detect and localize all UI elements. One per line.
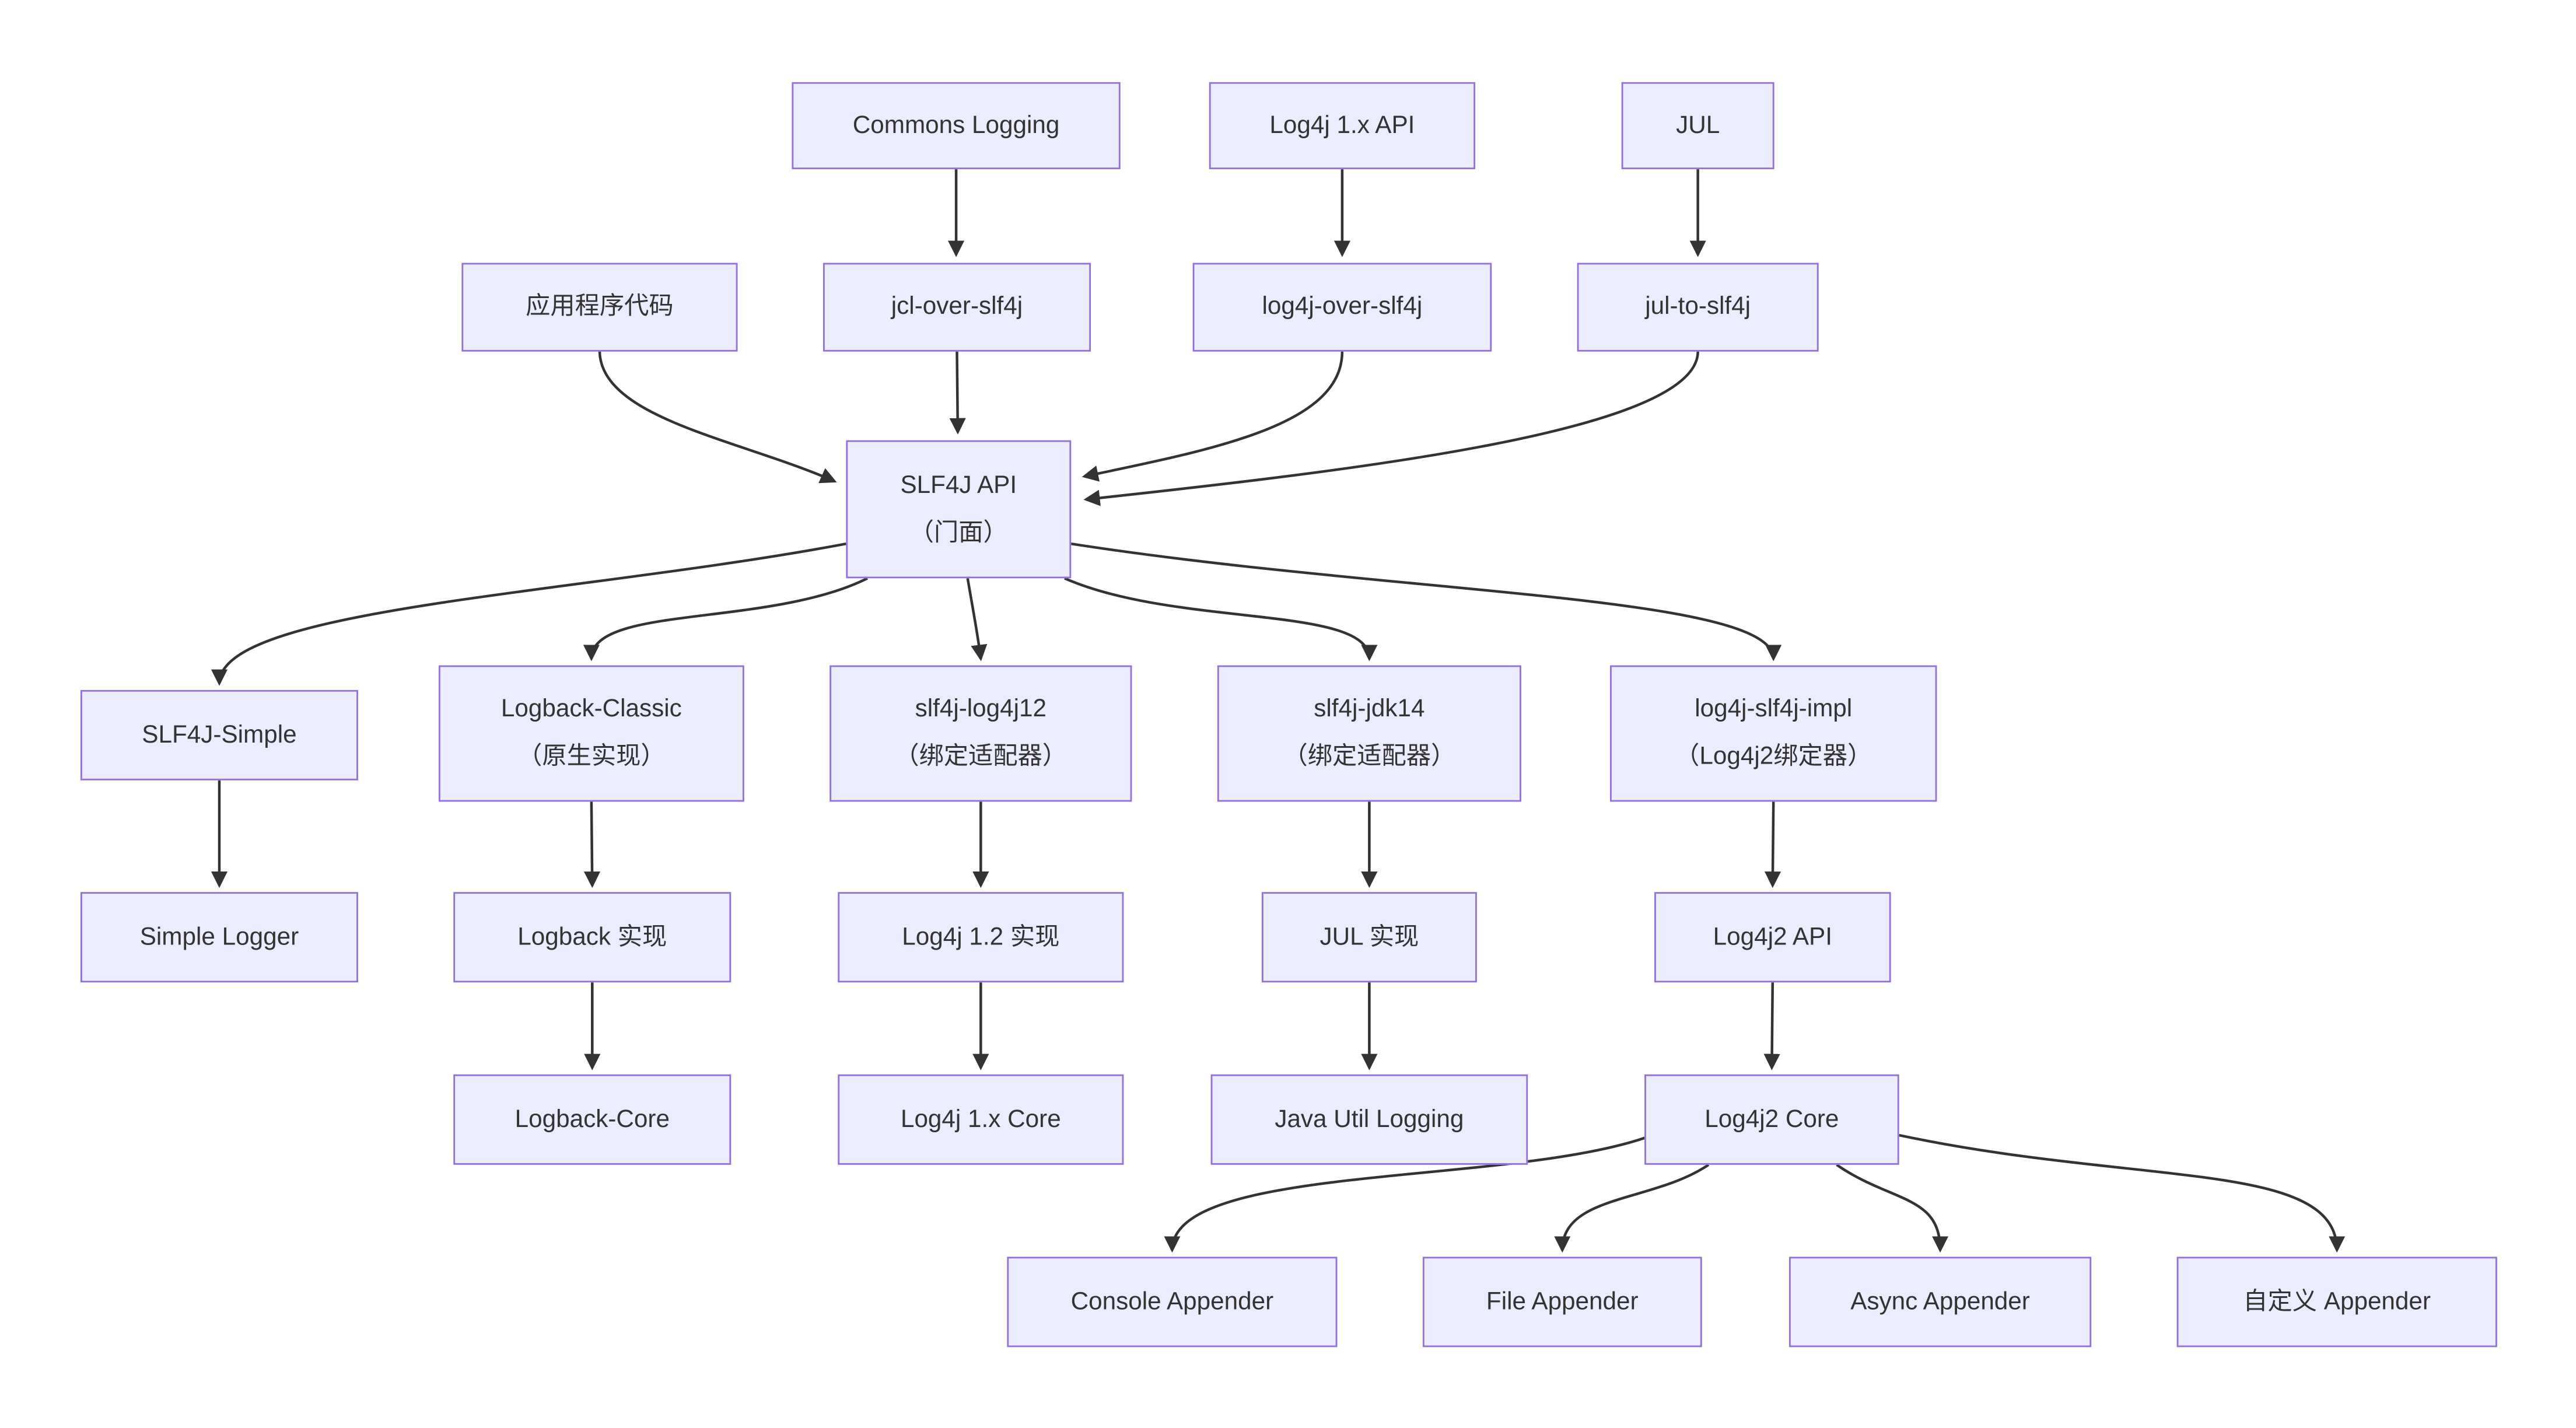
edge-slf4j-api-to-logback-classic (583, 577, 869, 662)
node-sublabel: （Log4j2绑定器） (1675, 742, 1873, 771)
node-label: Log4j 1.2 实现 (902, 922, 1060, 951)
node-logback-classic: Logback-Classic （原生实现） (438, 665, 744, 802)
node-java-util-logging: Java Util Logging (1210, 1074, 1528, 1165)
edge-jul-to-slf4j-to-slf4j-api (1083, 351, 1699, 506)
node-label: jcl-over-slf4j (891, 292, 1023, 321)
node-slf4j-simple: SLF4J-Simple (80, 690, 358, 780)
node-label: Logback-Classic (501, 695, 682, 723)
node-logback-core: Logback-Core (453, 1074, 732, 1165)
node-label: Console Appender (1070, 1287, 1274, 1315)
edge-log4j2-core-to-console-appender (1164, 1135, 1648, 1253)
node-slf4j-api: SLF4J API （门面） (846, 440, 1072, 579)
node-label: Logback-Core (514, 1105, 670, 1133)
edge-slf4j-api-to-slf4j-log4j12 (966, 578, 988, 662)
node-label: Logback 实现 (517, 922, 667, 951)
node-label: slf4j-log4j12 (915, 695, 1047, 723)
node-log4j12-impl: Log4j 1.2 实现 (838, 892, 1124, 983)
node-log4j1-api: Log4j 1.x API (1209, 82, 1476, 170)
node-async-appender: Async Appender (1788, 1256, 2092, 1348)
node-commons-logging: Commons Logging (792, 82, 1121, 170)
edge-app-code-to-slf4j-api (598, 351, 837, 484)
node-jul-impl: JUL 实现 (1261, 892, 1477, 983)
node-label: jul-to-slf4j (1645, 292, 1751, 321)
node-label: Log4j 1.x Core (900, 1105, 1061, 1133)
node-simple-logger: Simple Logger (80, 892, 358, 983)
node-jcl-over-slf4j: jcl-over-slf4j (822, 262, 1091, 352)
node-sublabel: （绑定适配器） (1283, 742, 1456, 771)
node-log4j1x-core: Log4j 1.x Core (838, 1074, 1124, 1165)
node-custom-appender: 自定义 Appender (2176, 1256, 2497, 1348)
node-slf4j-jdk14: slf4j-jdk14 （绑定适配器） (1217, 665, 1521, 802)
node-label: log4j-slf4j-impl (1695, 695, 1853, 723)
node-label: Async Appender (1850, 1287, 2030, 1315)
node-label: 自定义 Appender (2243, 1287, 2431, 1315)
node-label: Log4j2 Core (1704, 1105, 1839, 1133)
node-log4j-over-slf4j: log4j-over-slf4j (1192, 262, 1492, 352)
node-label: 应用程序代码 (526, 292, 674, 321)
node-log4j2-api: Log4j2 API (1654, 892, 1891, 983)
edge-log4j2-core-to-file-appender (1554, 1163, 1710, 1253)
node-label: Java Util Logging (1275, 1105, 1464, 1133)
node-label: Log4j2 API (1713, 922, 1832, 951)
node-label: JUL 实现 (1320, 922, 1419, 951)
node-logback-impl: Logback 实现 (453, 892, 732, 983)
node-label: SLF4J API (900, 471, 1017, 499)
node-label: Log4j 1.x API (1269, 111, 1415, 139)
edge-log4j-over-slf4j-to-slf4j-api (1082, 351, 1344, 482)
edge-slf4j-api-to-log4j-slf4j-impl (1070, 542, 1782, 662)
node-sublabel: （原生实现） (517, 742, 666, 771)
node-sublabel: （门面） (909, 518, 1008, 547)
node-log4j-slf4j-impl: log4j-slf4j-impl （Log4j2绑定器） (1609, 665, 1937, 802)
edge-log4j2-core-to-custom-appender (1899, 1133, 2346, 1253)
node-label: slf4j-jdk14 (1314, 695, 1425, 723)
node-label: Simple Logger (139, 922, 299, 951)
node-file-appender: File Appender (1422, 1256, 1702, 1348)
node-app-code: 应用程序代码 (461, 262, 738, 352)
node-label: log4j-over-slf4j (1262, 292, 1423, 321)
edge-log4j2-core-to-async-appender (1836, 1163, 1949, 1253)
node-sublabel: （绑定适配器） (894, 742, 1068, 771)
node-label: Commons Logging (852, 111, 1060, 139)
node-label: File Appender (1486, 1287, 1639, 1315)
node-label: SLF4J-Simple (142, 720, 297, 749)
node-jul-to-slf4j: jul-to-slf4j (1577, 262, 1819, 352)
node-log4j2-core: Log4j2 Core (1644, 1074, 1899, 1165)
node-label: JUL (1676, 111, 1720, 139)
node-jul: JUL (1621, 82, 1774, 170)
edge-slf4j-api-to-slf4j-simple (211, 542, 846, 686)
edge-slf4j-api-to-slf4j-jdk14 (1064, 577, 1378, 662)
node-console-appender: Console Appender (1007, 1256, 1338, 1348)
node-slf4j-log4j12: slf4j-log4j12 （绑定适配器） (830, 665, 1132, 802)
